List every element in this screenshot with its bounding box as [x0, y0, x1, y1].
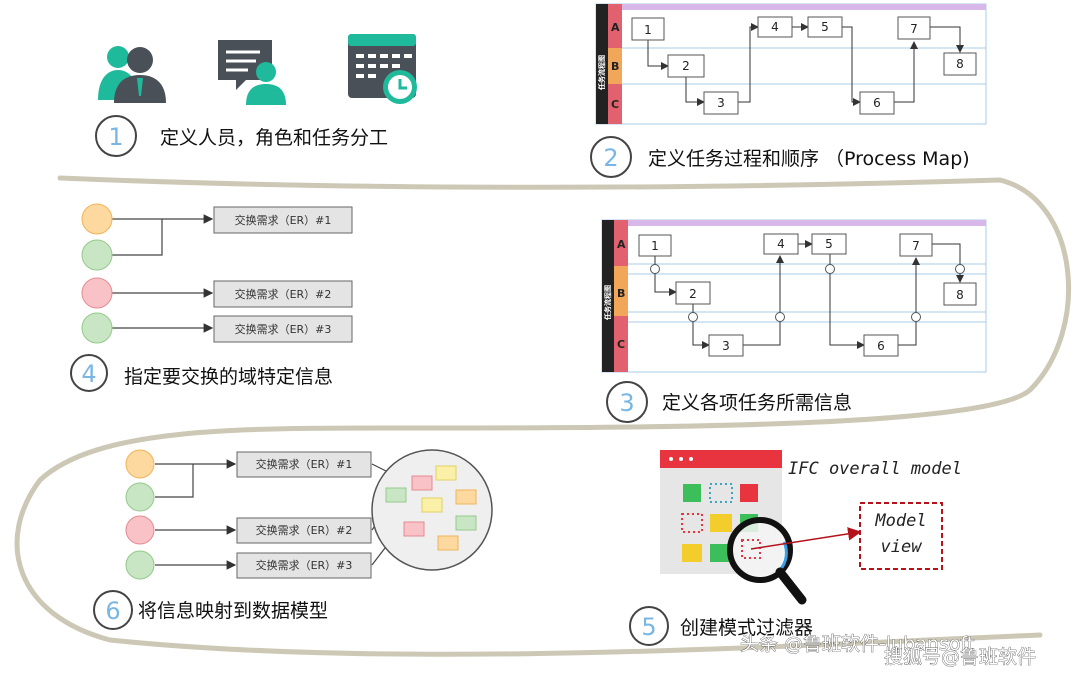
- pm2-node-6: 6: [877, 339, 885, 353]
- step-1: 1 定义人员，角色和任务分工: [95, 115, 388, 157]
- watermark-sohu: 搜狐号@鲁班软件: [884, 646, 1036, 668]
- pm1-node-1: 1: [644, 23, 652, 37]
- er-2-label-map: 交换需求（ER）#2: [256, 523, 353, 537]
- pm1-node-2: 2: [682, 59, 690, 73]
- model-filter: IFC overall model Model view: [660, 450, 962, 605]
- pm1-node-5: 5: [821, 20, 829, 34]
- step-1-label: 定义人员，角色和任务分工: [160, 127, 388, 149]
- er-3-label-map: 交换需求（ER）#3: [256, 558, 353, 572]
- step-4: 4 指定要交换的域特定信息: [70, 354, 333, 392]
- pm1-node-8: 8: [956, 57, 964, 71]
- step-5: 5 创建模式过滤器: [629, 606, 813, 646]
- pm1-node-3: 3: [717, 96, 725, 110]
- step-3-number: 3: [619, 389, 634, 417]
- chat-user-icon: [218, 40, 286, 105]
- er-2-label: 交换需求（ER）#2: [235, 287, 332, 301]
- lane-a-label-2: A: [617, 238, 626, 251]
- process-map-2-title: 任务流程图: [603, 285, 612, 321]
- step-2-label: 定义任务过程和顺序 （Process Map): [648, 148, 970, 170]
- pm2-node-8: 8: [956, 288, 964, 302]
- pm1-node-6: 6: [873, 96, 881, 110]
- pm2-node-1: 1: [651, 239, 659, 253]
- step-2: 2 定义任务过程和顺序 （Process Map): [590, 136, 970, 178]
- step-4-number: 4: [81, 360, 96, 388]
- watermark-toutiao: 头条 @鲁班软件-lubansoft: [740, 633, 974, 655]
- step-3-label: 定义各项任务所需信息: [662, 392, 852, 414]
- step-5-label: 创建模式过滤器: [680, 617, 813, 639]
- flow-curve: [14, 175, 1072, 657]
- lane-b-label-2: B: [617, 287, 625, 300]
- lane-c-label-2: C: [617, 338, 625, 351]
- pm2-node-2: 2: [689, 287, 697, 301]
- ifc-overall-model-label: IFC overall model: [788, 459, 962, 479]
- process-map-title: 任务流程图: [597, 55, 606, 91]
- lane-a-label: A: [611, 21, 620, 34]
- step-2-number: 2: [603, 144, 618, 172]
- pm1-node-4: 4: [771, 20, 779, 34]
- data-model-mapping: 交换需求（ER）#1 交换需求（ER）#2 交换需求（ER）#3: [125, 449, 493, 580]
- pm2-node-3: 3: [722, 339, 730, 353]
- step-6-label: 将信息映射到数据模型: [138, 600, 328, 622]
- pm1-node-7: 7: [910, 22, 918, 36]
- model-view-label-2: view: [881, 537, 923, 557]
- er-1-label-map: 交换需求（ER）#1: [256, 457, 353, 471]
- pm2-node-4: 4: [777, 237, 785, 251]
- process-map-2: 任务流程图 A B C: [601, 219, 987, 373]
- model-view-label-1: Model: [874, 511, 926, 531]
- pm2-node-5: 5: [825, 237, 833, 251]
- process-map-1: 任务流程图 A B C 1 2 3: [595, 3, 987, 125]
- step-6-number: 6: [105, 597, 120, 625]
- step-3: 3 定义各项任务所需信息: [606, 381, 852, 423]
- pm2-node-7: 7: [912, 239, 920, 253]
- people-role-icon: [98, 46, 166, 103]
- exchange-requirements: 交换需求（ER）#1 交换需求（ER）#2 交换需求（ER）#3: [81, 203, 353, 344]
- lane-b-label: B: [611, 60, 619, 73]
- step-6: 6 将信息映射到数据模型: [93, 590, 328, 630]
- lane-c-label: C: [611, 98, 619, 111]
- er-3-label: 交换需求（ER）#3: [235, 322, 332, 336]
- step-5-number: 5: [641, 613, 656, 641]
- calendar-clock-icon: [348, 34, 417, 104]
- step-1-number: 1: [108, 123, 123, 151]
- step-4-label: 指定要交换的域特定信息: [124, 366, 333, 388]
- er-1-label: 交换需求（ER）#1: [235, 213, 332, 227]
